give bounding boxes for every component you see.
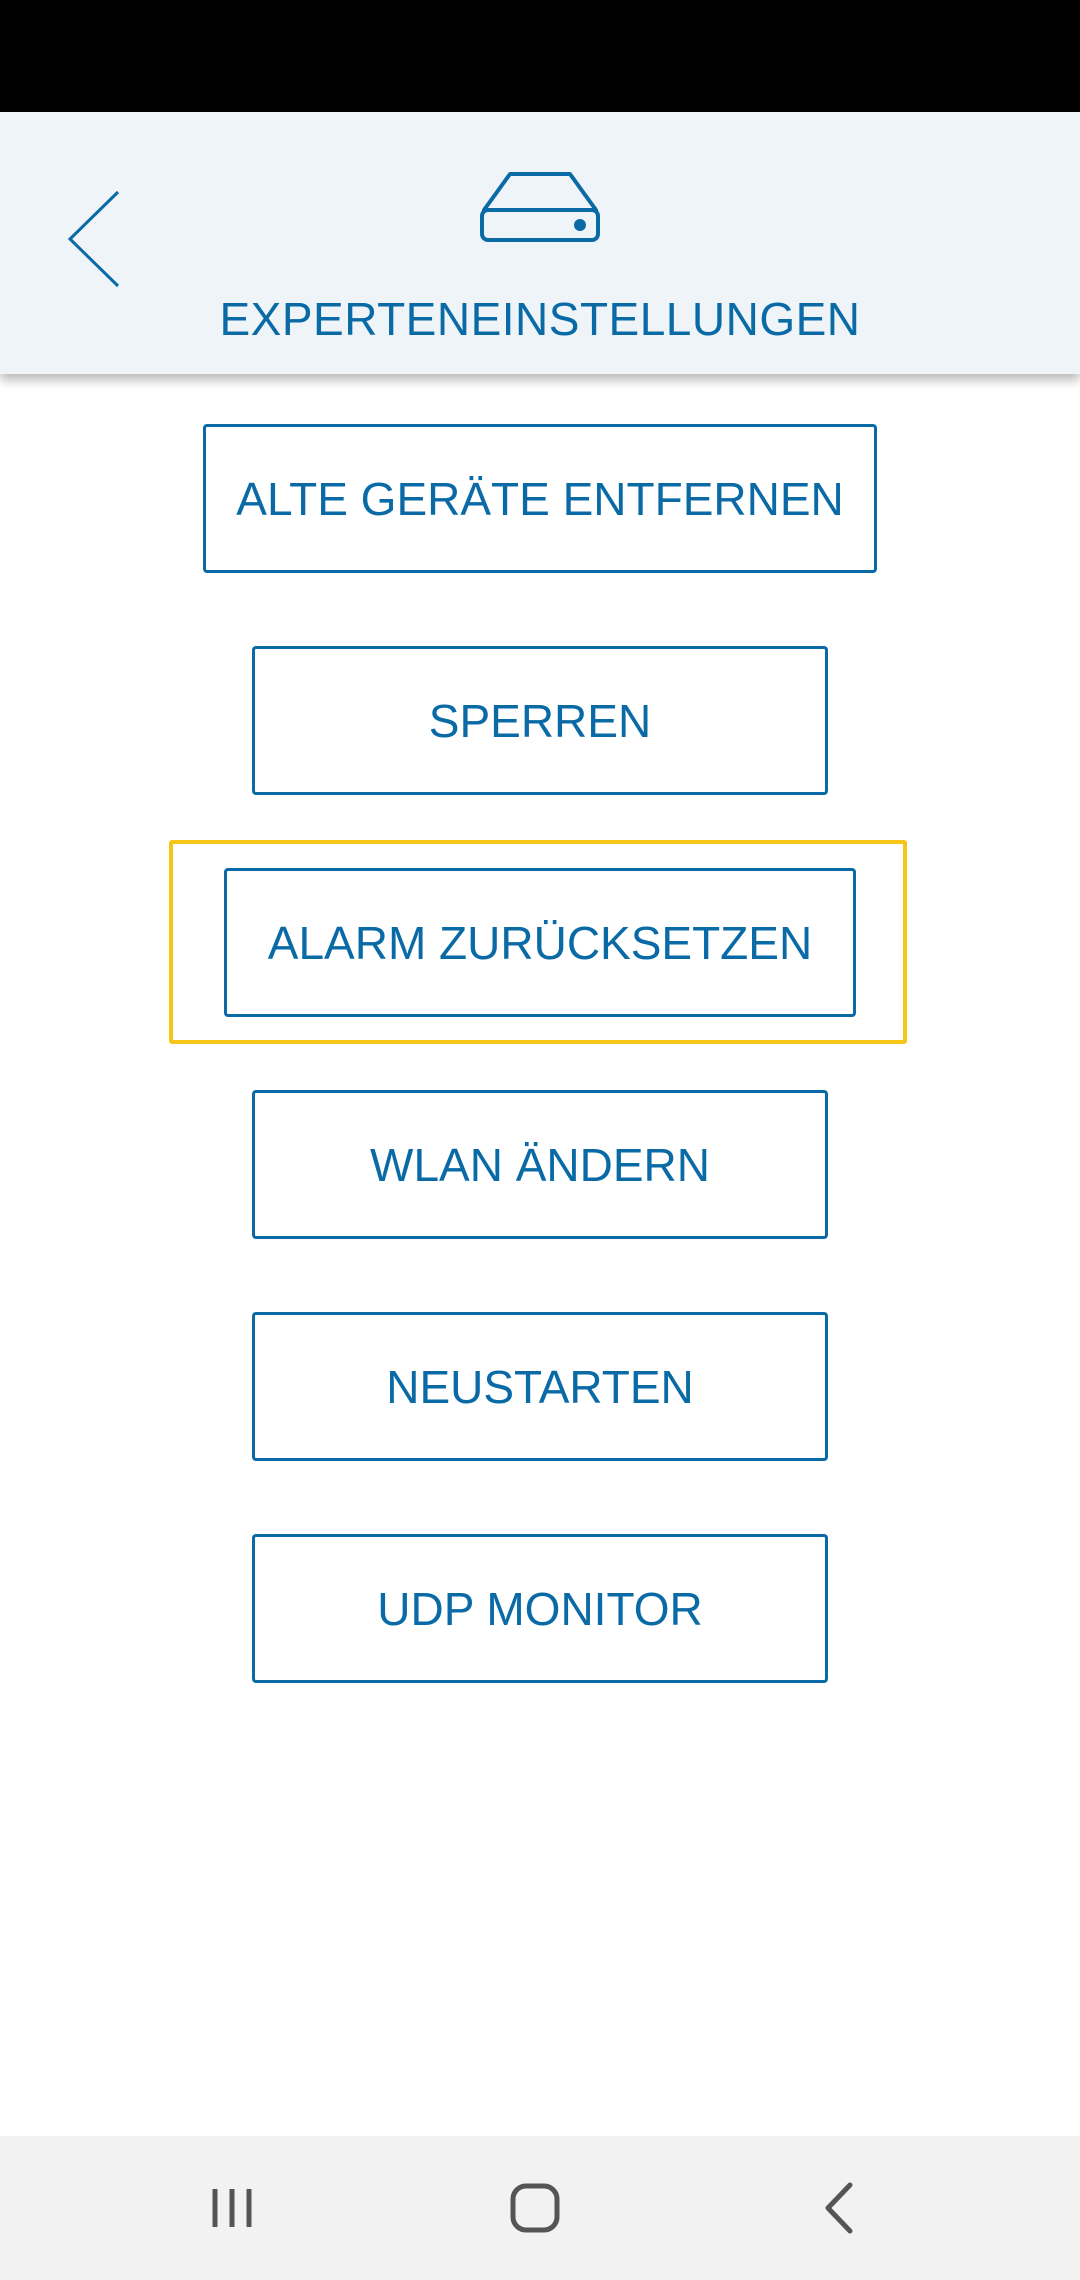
recents-button[interactable]: [182, 2166, 282, 2250]
system-back-button[interactable]: [788, 2166, 888, 2250]
app-header: EXPERTENEINSTELLUNGEN: [0, 112, 1080, 374]
change-wlan-button[interactable]: WLAN ÄNDERN: [252, 1090, 828, 1239]
page-title: EXPERTENEINSTELLUNGEN: [219, 293, 861, 345]
udp-monitor-button[interactable]: UDP MONITOR: [252, 1534, 828, 1683]
back-button[interactable]: [40, 174, 150, 304]
gateway-device-icon: [480, 172, 600, 242]
recents-icon: [212, 2189, 252, 2227]
lock-button[interactable]: SPERREN: [252, 646, 828, 795]
restart-button[interactable]: NEUSTARTEN: [252, 1312, 828, 1461]
home-button[interactable]: [485, 2166, 585, 2250]
home-icon: [510, 2183, 560, 2233]
status-bar: [0, 0, 1080, 112]
chevron-left-icon: [67, 190, 120, 288]
focus-highlight: [169, 840, 907, 1044]
system-navigation-bar: [0, 2136, 1080, 2280]
reset-alarm-button[interactable]: ALARM ZURÜCKSETZEN: [224, 868, 856, 1017]
back-icon: [825, 2182, 853, 2234]
remove-old-devices-button[interactable]: ALTE GERÄTE ENTFERNEN: [203, 424, 877, 573]
